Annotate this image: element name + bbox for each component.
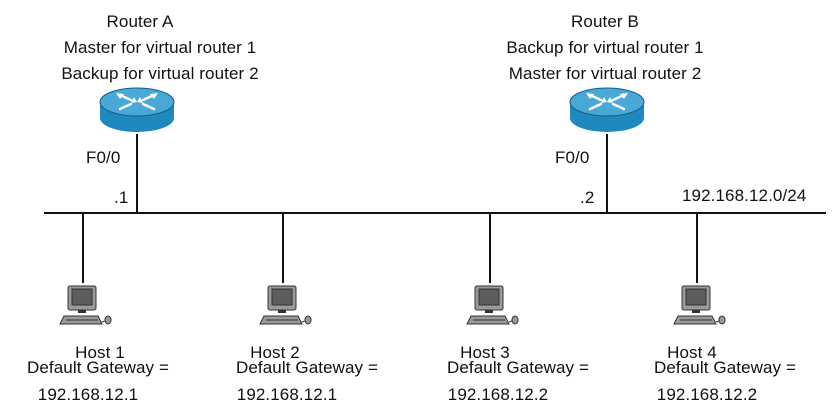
host-1-gateway-label: Default Gateway = xyxy=(26,358,170,377)
router-a-role-1: Master for virtual router 1 xyxy=(63,38,257,57)
host-4-gateway-label: Default Gateway = xyxy=(653,358,797,377)
subnet-label: 192.168.12.0/24 xyxy=(682,186,807,205)
router-b-address: .2 xyxy=(580,188,595,207)
host-2-name: Host 2 xyxy=(250,343,300,362)
host-2-gateway-label: Default Gateway = xyxy=(235,358,379,377)
router-b-role-2: Master for virtual router 2 xyxy=(508,64,702,83)
host-4-gateway-ip: 192.168.12.2 xyxy=(656,385,758,404)
router-a-address: .1 xyxy=(114,188,129,207)
router-b-interface: F0/0 xyxy=(555,148,590,167)
host-2-gateway-ip: 192.168.12.1 xyxy=(236,385,338,404)
host-4-name: Host 4 xyxy=(667,343,717,362)
router-b-role-1: Backup for virtual router 1 xyxy=(506,38,704,57)
host-4-computer-icon xyxy=(673,285,726,325)
host-3-gateway-label: Default Gateway = xyxy=(446,358,590,377)
router-b-icon xyxy=(568,86,646,134)
host-1-name: Host 1 xyxy=(75,343,125,362)
host-1-gateway-ip: 192.168.12.1 xyxy=(37,385,139,404)
host-3-gateway-ip: 192.168.12.2 xyxy=(447,385,549,404)
host-3-name: Host 3 xyxy=(460,343,510,362)
router-a-name: Router A xyxy=(106,12,174,31)
host-1-computer-icon xyxy=(59,285,112,325)
router-b-name: Router B xyxy=(571,12,639,31)
router-a-icon xyxy=(98,86,176,134)
router-a-interface: F0/0 xyxy=(86,148,121,167)
host-2-computer-icon xyxy=(259,285,312,325)
host-3-computer-icon xyxy=(466,285,519,325)
router-a-role-2: Backup for virtual router 2 xyxy=(61,64,259,83)
